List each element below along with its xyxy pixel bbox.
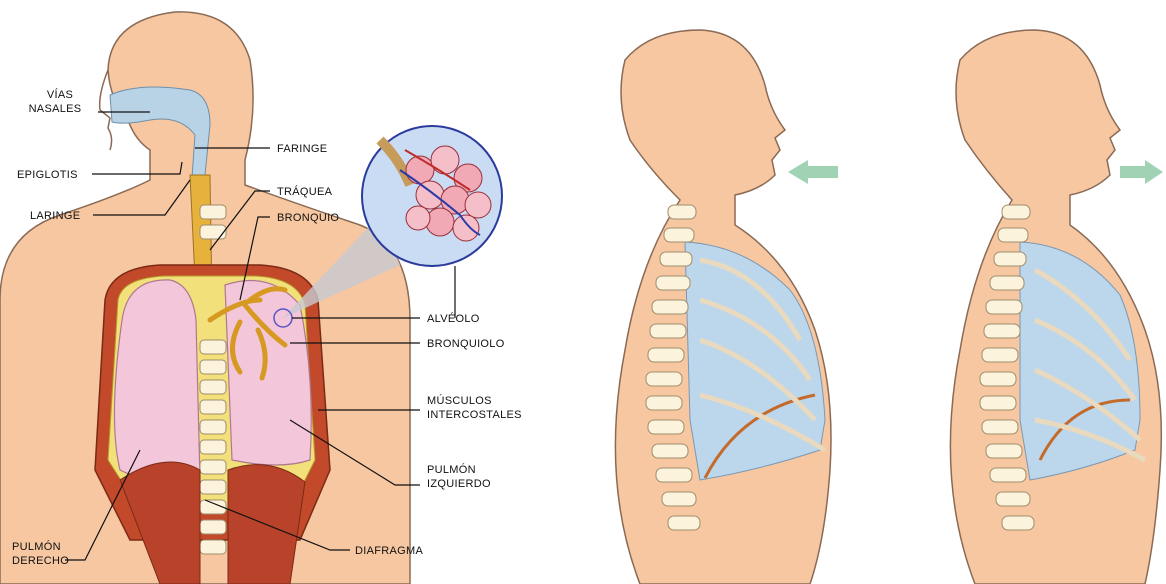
label-pulmon-der-1: PULMÓN	[12, 540, 61, 553]
label-traquea: TRÁQUEA	[277, 185, 333, 198]
label-pulmon-der-2: DERECHO	[12, 555, 69, 567]
inhale-thorax	[685, 242, 825, 480]
label-bronquiolo: BRONQUIOLO	[427, 338, 505, 350]
label-vias-nasales-2: NASALES	[29, 103, 82, 115]
label-bronquio: BRONQUIO	[277, 212, 339, 224]
right-lung	[114, 280, 200, 483]
front-torso-figure: VÍAS NASALES EPIGLOTIS LARINGE FARINGE T…	[0, 12, 522, 584]
label-alveolo: ALVÉOLO	[427, 312, 480, 325]
label-diafragma: DIAFRAGMA	[355, 545, 423, 557]
label-musculos-2: INTERCOSTALES	[427, 409, 522, 421]
label-pulmon-izq-1: PULMÓN	[427, 463, 476, 476]
label-faringe: FARINGE	[277, 143, 327, 155]
side-view-exhale	[950, 30, 1163, 584]
label-laringe: LARINGE	[30, 210, 80, 222]
side-view-inhale	[615, 30, 838, 584]
label-vias-nasales-1: VÍAS	[47, 88, 73, 101]
label-pulmon-izq-2: IZQUIERDO	[427, 478, 491, 490]
label-musculos-1: MÚSCULOS	[427, 394, 492, 407]
arrow-left-icon	[788, 160, 838, 184]
arrow-right-icon	[1120, 160, 1163, 184]
exhale-thorax	[1020, 242, 1140, 480]
label-epiglotis: EPIGLOTIS	[17, 169, 78, 181]
